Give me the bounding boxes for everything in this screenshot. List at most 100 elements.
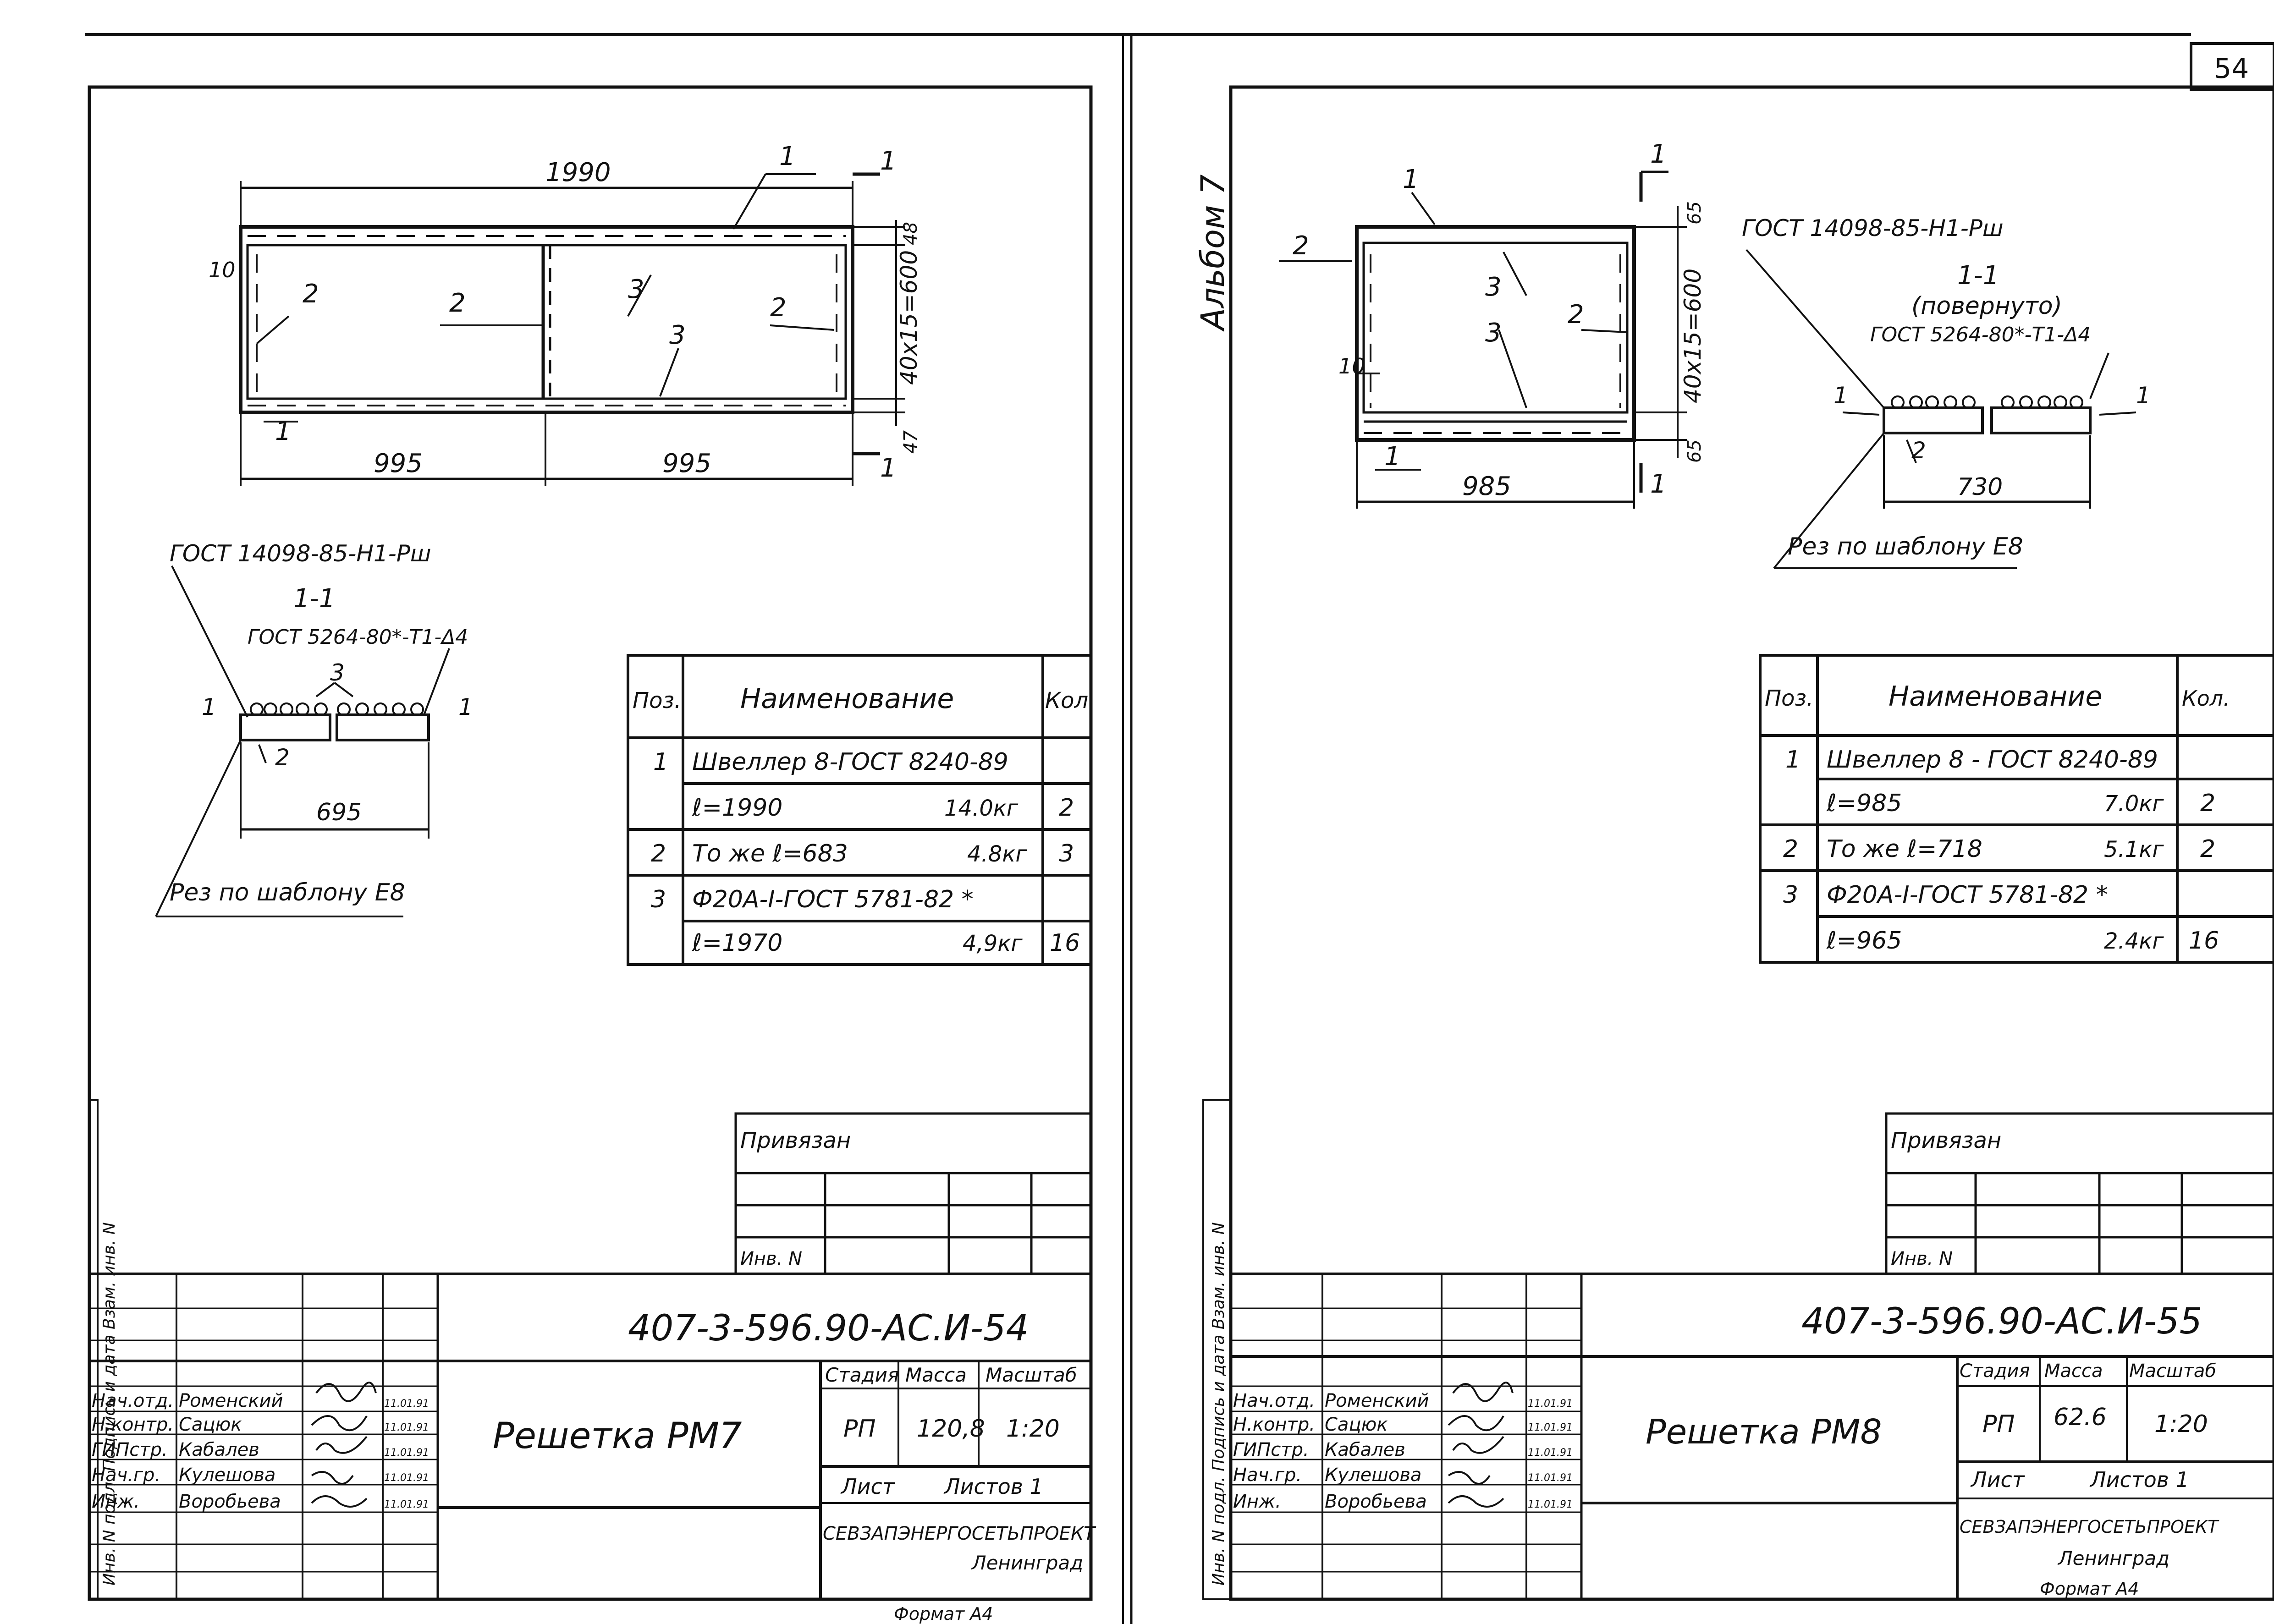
left-staff-role-0: Нач.отд.: [92, 1390, 174, 1411]
right-title-block-grid: [1229, 1273, 2274, 1601]
right-scale-value: 1:20: [2154, 1410, 2208, 1438]
left-section-cut-note: Рез по шаблону Е8: [170, 879, 405, 906]
right-mass-value: 62.6: [2054, 1404, 2107, 1431]
right-dim-top-offset: 65: [1684, 201, 1705, 225]
right-dim-height: 40x15=600: [1679, 269, 1706, 403]
left-mass-label: Масса: [905, 1364, 967, 1386]
left-drawing-title: Решетка РМ7: [493, 1416, 742, 1457]
left-row1-pos: 1: [653, 748, 668, 776]
left-staff-name-0: Роменский: [179, 1390, 283, 1411]
left-row4-name: Ф20А-I-ГОСТ 5781-82 *: [692, 886, 974, 913]
right-staff-date-4: 11.01.91: [1528, 1499, 1573, 1510]
left-title-block-grid: [88, 1273, 1092, 1601]
left-callout-2-a: 2: [303, 279, 319, 309]
right-staff-date-2: 11.01.91: [1528, 1447, 1573, 1459]
left-section-title: 1-1: [293, 584, 335, 614]
right-section-pos1-a: 1: [1834, 382, 1848, 409]
left-row5-name: ℓ=1970: [692, 929, 782, 957]
right-row3-qty: 2: [2200, 835, 2215, 863]
left-section-weld-spec2: ГОСТ 5264-80*-Т1-Δ4: [248, 625, 468, 649]
left-drawing-code: 407-3-596.90-АС.И-54: [628, 1308, 1029, 1349]
left-row5-mass: 4,9кг: [963, 931, 1023, 956]
left-staff-date-3: 11.01.91: [384, 1472, 429, 1484]
left-sheet-label: Лист: [840, 1474, 895, 1499]
left-staff-role-2: ГИПстр.: [92, 1439, 168, 1460]
right-section-pos2: 2: [1911, 437, 1926, 464]
right-stage-label: Стадия: [1960, 1361, 2030, 1382]
left-staff-name-2: Кабалев: [179, 1439, 259, 1460]
left-sheets-label: Листов 1: [943, 1474, 1043, 1499]
right-section-title: 1-1: [1957, 261, 1999, 291]
left-callout-3-a: 3: [628, 274, 644, 304]
right-row2-name: ℓ=985: [1826, 790, 1902, 817]
right-section-subtitle: (повернуто): [1911, 292, 2062, 320]
left-dim-bay-right: 995: [662, 449, 711, 478]
right-row3-name: То же ℓ=718: [1827, 835, 1982, 863]
left-row5-qty: 16: [1050, 929, 1080, 957]
right-stage-value: РП: [1982, 1410, 2015, 1438]
right-row5-mass: 2.4кг: [2104, 928, 2164, 954]
right-privyazan-label: Привязан: [1891, 1128, 2001, 1153]
right-staff-name-3: Кулешова: [1325, 1465, 1421, 1486]
right-staff-date-1: 11.01.91: [1528, 1422, 1573, 1433]
left-staff-role-1: Н.контр.: [92, 1414, 174, 1435]
right-org: СЕВЗАПЭНЕРГОСЕТЬПРОЕКТ: [1960, 1517, 2219, 1537]
right-section-pos1-b: 1: [2136, 382, 2151, 409]
left-callout-2-b: 2: [449, 288, 466, 318]
right-callout-3-b: 3: [1485, 318, 1502, 348]
left-row2-name: ℓ=1990: [692, 794, 782, 822]
right-section-mark-top: 1: [1650, 139, 1667, 169]
left-grating-drawing: [155, 172, 905, 917]
right-sheet-label: Лист: [1970, 1467, 2025, 1492]
left-table-header-pos: Поз.: [633, 688, 681, 713]
right-callout-2-b: 2: [1568, 300, 1584, 329]
left-callout-1-top: 1: [779, 142, 796, 171]
left-inv-label: Инв. N: [740, 1248, 802, 1269]
right-scale-label: Масштаб: [2129, 1361, 2216, 1382]
right-dim-overall: 985: [1462, 472, 1511, 501]
left-dim-height: 40x15=600: [896, 250, 922, 385]
right-row4-name: Ф20А-I-ГОСТ 5781-82 *: [1827, 881, 2108, 909]
right-format: Формат А4: [2040, 1579, 2139, 1599]
left-callout-3-b: 3: [669, 320, 686, 350]
left-mass-value: 120,8: [917, 1415, 985, 1443]
album-label: Альбом 7: [1194, 175, 1232, 332]
left-staff-name-3: Кулешова: [179, 1465, 275, 1486]
right-dim-end-gap: 10: [1338, 354, 1366, 379]
right-callout-2-a: 2: [1293, 231, 1309, 261]
left-dim-end-gap: 10: [209, 258, 236, 282]
right-dim-bottom-offset: 65: [1684, 439, 1705, 463]
left-section-weld-spec: ГОСТ 14098-85-Н1-Рш: [170, 540, 431, 567]
right-staff-date-0: 11.01.91: [1528, 1398, 1573, 1410]
right-callout-1-top: 1: [1403, 165, 1419, 194]
right-callout-1-bottom: 1: [1384, 442, 1401, 472]
left-dim-overall: 1990: [545, 158, 611, 187]
left-row4-pos: 3: [651, 886, 666, 913]
left-privyazan-label: Привязан: [740, 1128, 851, 1153]
left-org: СЕВЗАПЭНЕРГОСЕТЬПРОЕКТ: [823, 1523, 1096, 1544]
right-table-header-qty: Кол.: [2182, 686, 2230, 711]
right-section-mark-bottom: 1: [1650, 469, 1667, 499]
left-row3-mass: 4.8кг: [967, 841, 1027, 867]
left-staff-role-3: Нач.гр.: [92, 1465, 160, 1486]
right-city: Ленинград: [2057, 1547, 2169, 1569]
right-side-stamp: Инв. N подл. Подпись и дата Взам. инв. N: [1209, 1222, 1228, 1586]
right-staff-name-2: Кабалев: [1325, 1439, 1405, 1460]
left-dim-bottom-offset: 47: [900, 430, 921, 454]
right-section-width: 730: [1957, 473, 2003, 501]
page-number: 54: [2214, 53, 2249, 85]
left-format: Формат А4: [894, 1604, 993, 1624]
right-row1-name: Швеллер 8 - ГОСТ 8240-89: [1827, 746, 2158, 774]
right-row2-qty: 2: [2200, 790, 2215, 817]
left-staff-date-0: 11.01.91: [384, 1398, 429, 1410]
right-row1-pos: 1: [1785, 746, 1800, 774]
left-staff-date-1: 11.01.91: [384, 1422, 429, 1433]
left-spec-table-grid: [627, 654, 1092, 966]
left-section-pos1-b: 1: [458, 694, 473, 720]
left-scale-value: 1:20: [1006, 1415, 1060, 1443]
right-staff-role-1: Н.контр.: [1233, 1414, 1315, 1435]
right-spec-table-grid: [1759, 654, 2274, 964]
left-section-pos1-a: 1: [202, 694, 216, 720]
left-section-pos2: 2: [275, 744, 290, 771]
right-staff-name-1: Сацюк: [1325, 1414, 1388, 1435]
